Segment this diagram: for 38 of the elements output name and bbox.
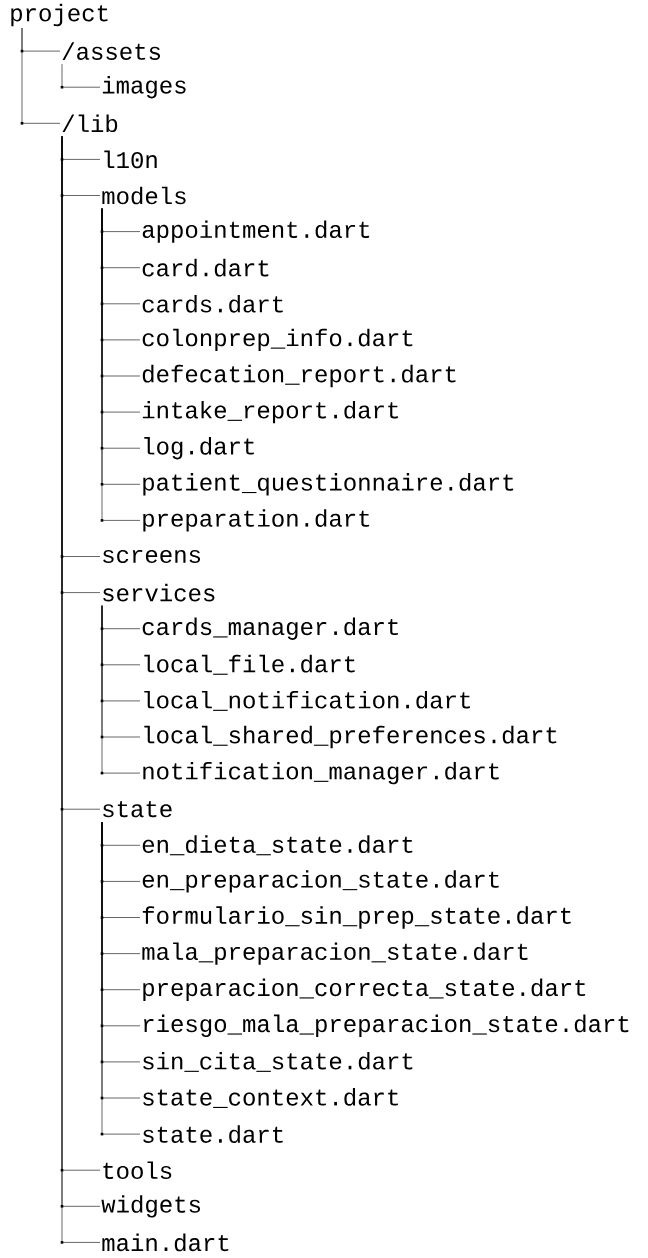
tree-branch [100,605,141,775]
file-name: mala_preparacion_state.dart [142,942,528,965]
file-name: widgets [101,1195,200,1218]
folder-name: state [103,801,172,818]
folder-name: services [103,583,215,602]
file-name: state.dart [143,1125,283,1143]
file-name: colonprep_info.dart [142,328,413,352]
folder-name: project [11,3,108,27]
file-name: images [102,76,186,99]
file-name: intake_report.dart [142,400,398,424]
file-name: appointment.dart [142,220,370,243]
tree-branch [20,27,61,125]
file-name: sin_cita_state.dart [143,1051,413,1072]
file-name: card.dart [142,258,269,277]
tree-branch [60,63,101,89]
file-name: local_file.dart [144,654,355,675]
file-name: defecation_report.dart [142,364,456,388]
file-name: en_dieta_state.dart [142,835,413,856]
folder-name: models [102,186,186,205]
file-name: notification_manager.dart [143,761,499,785]
file-name: preparation.dart [143,509,370,532]
file-name: cards.dart [142,294,283,313]
file-name: preparacion_correcta_state.dart [143,978,586,1001]
file-name: screens [103,549,200,564]
file-name: local_shared_preferences.dart [144,725,557,749]
file-name: cards_manager.dart [142,617,398,640]
file-name: log.dart [144,437,254,460]
file-name: state_context.dart [143,1088,398,1108]
file-name: l10n [104,150,157,169]
folder-name: /lib [62,114,118,133]
file-name: main.dart [102,1233,229,1252]
file-name: formulario_sin_prep_state.dart [142,906,571,929]
folder-name: /assets [62,42,160,60]
file-name: tools [103,1161,172,1180]
file-name: patient_questionnaire.dart [143,473,514,496]
file-name: riesgo_mala_preparacion_state.dart [144,1014,629,1037]
file-name: en_preparacion_state.dart [142,870,499,893]
file-name: local_notification.dart [144,690,470,711]
